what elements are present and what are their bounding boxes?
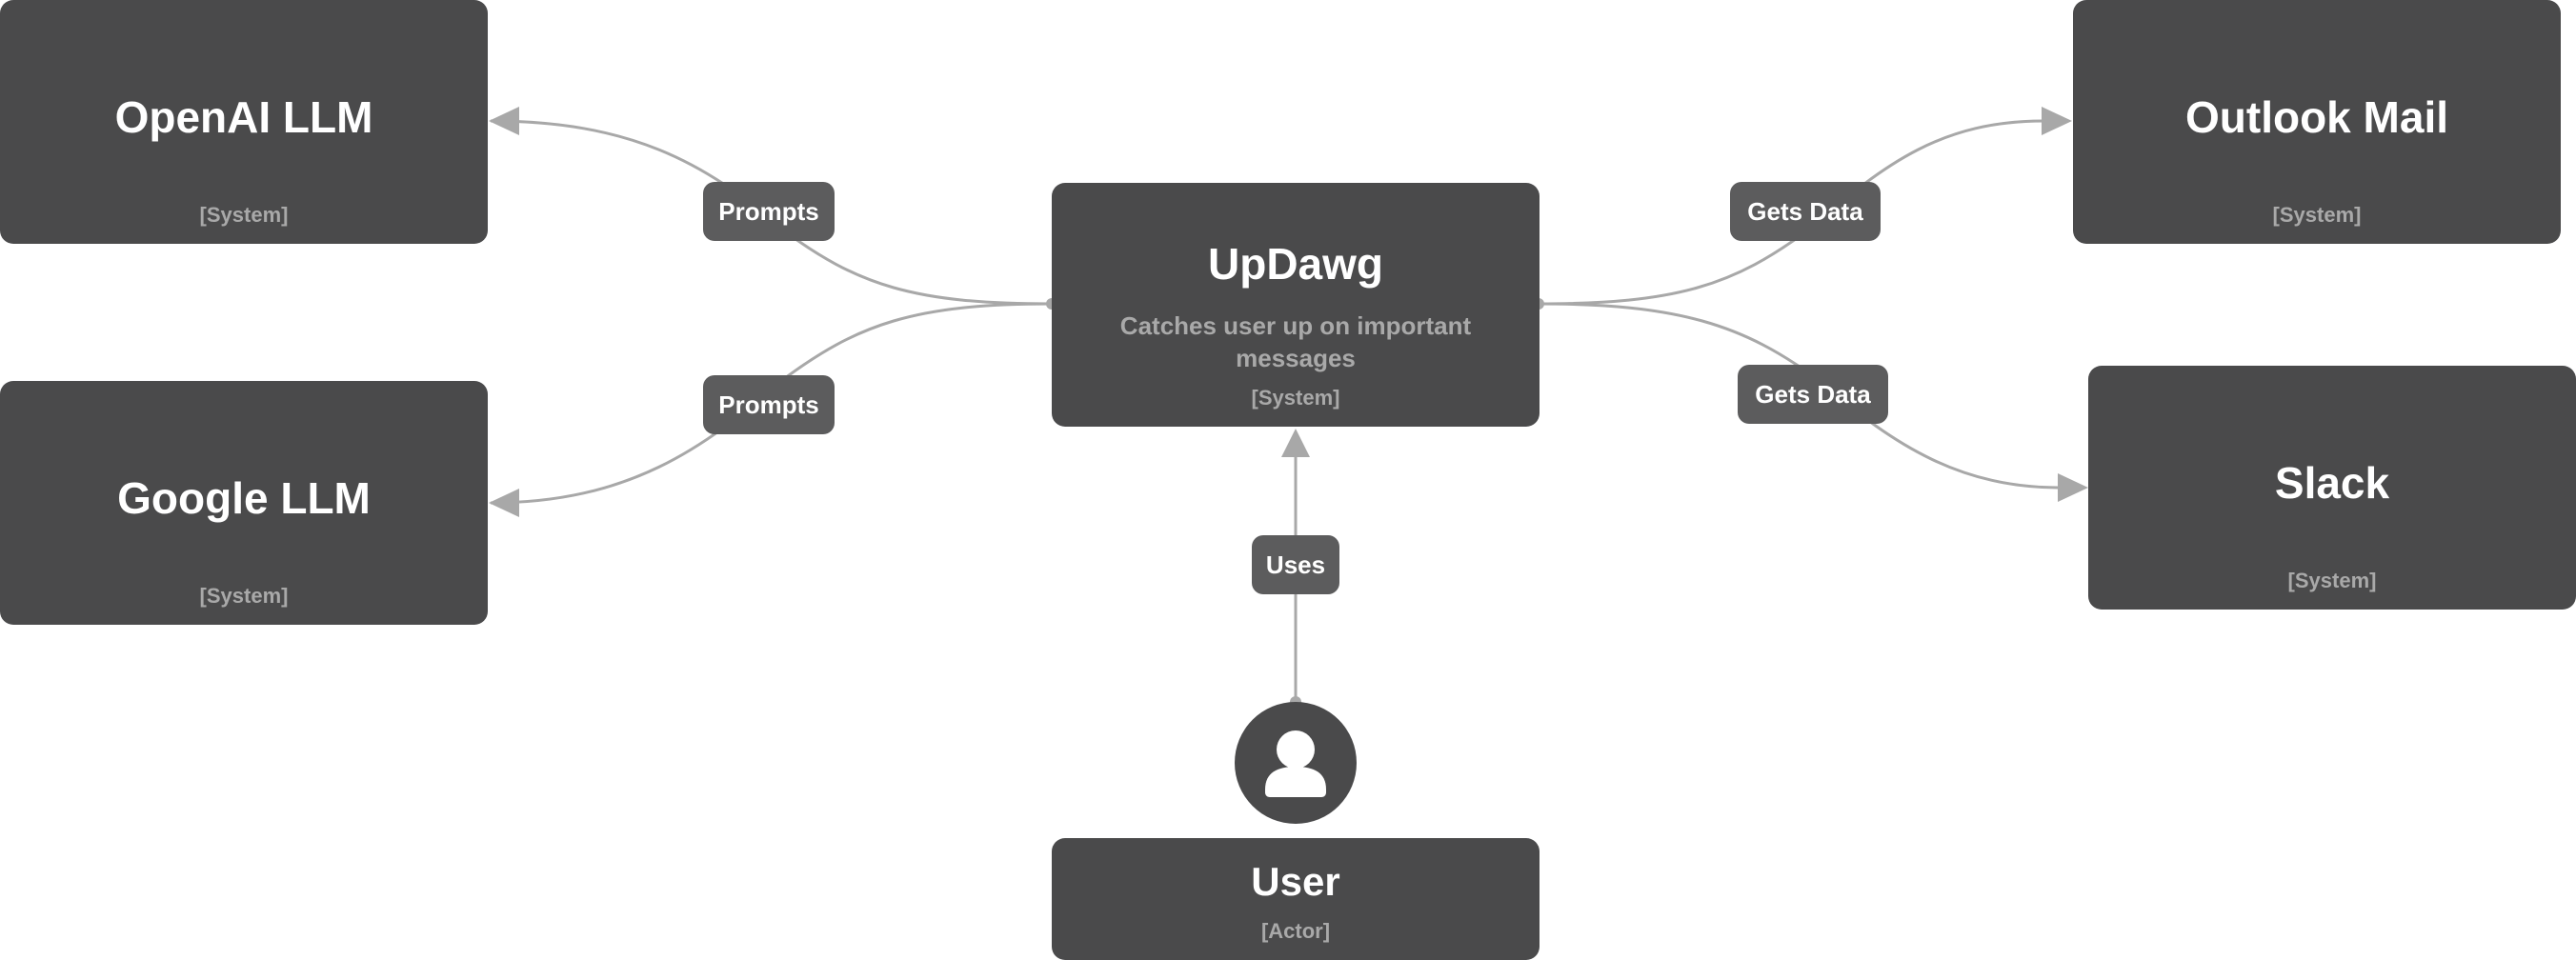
node-title: Outlook Mail xyxy=(2185,92,2448,142)
node-title: Slack xyxy=(2274,458,2390,508)
node-title: Google LLM xyxy=(117,473,371,523)
person-icon xyxy=(1235,702,1357,824)
edge-label-uses: Uses xyxy=(1252,535,1339,594)
arrowhead-updawg xyxy=(1281,429,1310,457)
node-updawg[interactable]: UpDawg Catches user up on important mess… xyxy=(1052,183,1540,427)
node-slack[interactable]: Slack [System] xyxy=(2088,366,2576,610)
node-google-llm[interactable]: Google LLM [System] xyxy=(0,381,488,625)
node-tag: [System] xyxy=(199,584,289,608)
arrowhead-outlook xyxy=(2042,107,2072,135)
node-user[interactable]: User [Actor] xyxy=(1052,838,1540,960)
arrowhead-slack xyxy=(2058,473,2088,502)
edge-label-prompts-openai: Prompts xyxy=(703,182,835,241)
edge-label-gets-data-outlook: Gets Data xyxy=(1730,182,1881,241)
node-openai-llm[interactable]: OpenAI LLM [System] xyxy=(0,0,488,244)
node-tag: [System] xyxy=(1251,386,1340,410)
edge-label-prompts-google: Prompts xyxy=(703,375,835,434)
node-outlook-mail[interactable]: Outlook Mail [System] xyxy=(2073,0,2561,244)
node-tag: [System] xyxy=(2287,569,2377,592)
arrowhead-google xyxy=(489,489,519,517)
node-title: OpenAI LLM xyxy=(114,92,373,142)
node-tag: [System] xyxy=(2272,203,2362,227)
edge-label-gets-data-slack: Gets Data xyxy=(1738,365,1888,424)
arrowhead-openai xyxy=(489,107,519,135)
node-tag: [Actor] xyxy=(1260,919,1331,943)
node-tag: [System] xyxy=(199,203,289,227)
node-description: Catches user up on important messages xyxy=(1119,311,1472,372)
node-title: UpDawg xyxy=(1208,239,1383,289)
node-title: User xyxy=(1251,859,1340,904)
